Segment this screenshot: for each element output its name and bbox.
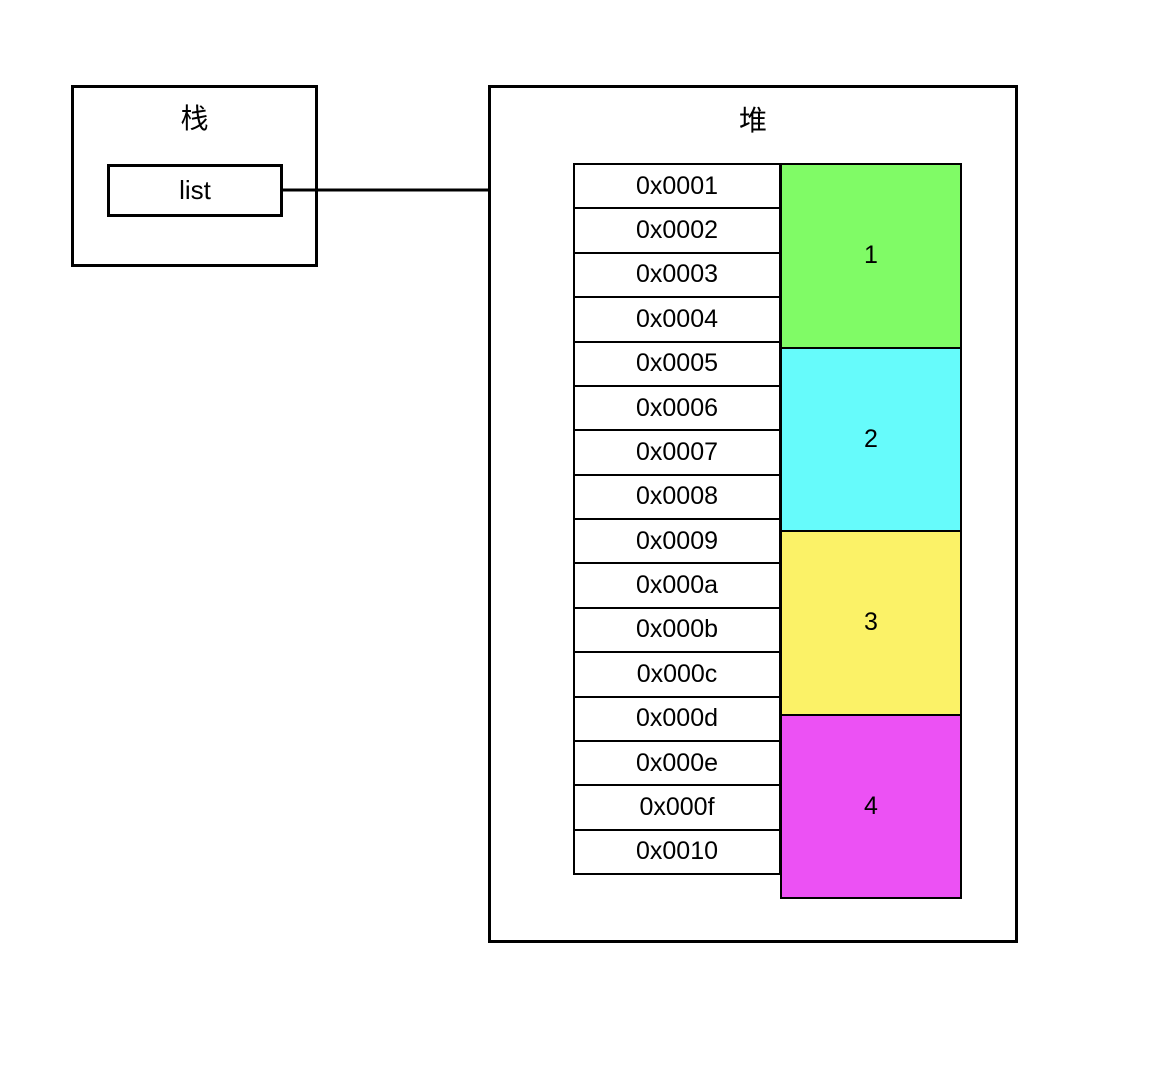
address-cell: 0x0009 [573, 518, 781, 565]
address-text: 0x000b [635, 615, 719, 644]
value-block: 3 [780, 530, 962, 716]
address-cell: 0x0007 [573, 429, 781, 476]
address-cell: 0x0004 [573, 296, 781, 343]
address-text: 0x000f [639, 792, 715, 821]
address-cell: 0x000d [573, 695, 781, 742]
address-text: 0x0007 [635, 437, 719, 466]
address-text: 0x0009 [635, 526, 719, 555]
value-block: 4 [780, 713, 962, 899]
stack-title: 栈 [180, 103, 209, 134]
address-cell: 0x0010 [573, 828, 781, 875]
value-block: 2 [780, 346, 962, 532]
address-text: 0x0006 [635, 393, 719, 422]
address-column: 0x0001 0x0002 0x0003 0x0004 0x0005 0x000… [573, 163, 781, 905]
value-block: 1 [780, 163, 962, 349]
address-text: 0x0008 [635, 482, 719, 511]
heap-title: 堆 [738, 105, 767, 136]
stack-variable-list: list [107, 164, 283, 217]
address-text: 0x0005 [635, 349, 719, 378]
value-label: 4 [864, 791, 878, 820]
address-cell: 0x000a [573, 562, 781, 609]
address-text: 0x000c [636, 659, 718, 688]
address-text: 0x0001 [635, 171, 719, 200]
address-text: 0x000e [635, 748, 719, 777]
address-cell: 0x000e [573, 739, 781, 787]
value-column: 1 2 3 4 [780, 163, 962, 905]
address-text: 0x000a [635, 571, 719, 600]
address-cell: 0x000b [573, 606, 781, 654]
address-cell: 0x0006 [573, 384, 781, 432]
value-label: 1 [864, 241, 878, 270]
address-cell: 0x0003 [573, 251, 781, 299]
address-text: 0x0003 [635, 260, 719, 289]
address-cell: 0x0005 [573, 340, 781, 387]
value-label: 3 [864, 608, 878, 637]
address-cell: 0x0002 [573, 207, 781, 254]
address-text: 0x0010 [635, 837, 719, 866]
value-label: 2 [864, 424, 878, 453]
stack-variable-label: list [179, 175, 211, 205]
heap-memory-table: 0x0001 0x0002 0x0003 0x0004 0x0005 0x000… [573, 163, 962, 905]
address-text: 0x0002 [635, 216, 719, 245]
address-text: 0x000d [635, 704, 719, 733]
address-cell: 0x000c [573, 651, 781, 698]
address-cell: 0x0008 [573, 473, 781, 520]
address-cell: 0x000f [573, 784, 781, 831]
address-cell: 0x0001 [573, 163, 781, 210]
address-text: 0x0004 [635, 304, 719, 333]
